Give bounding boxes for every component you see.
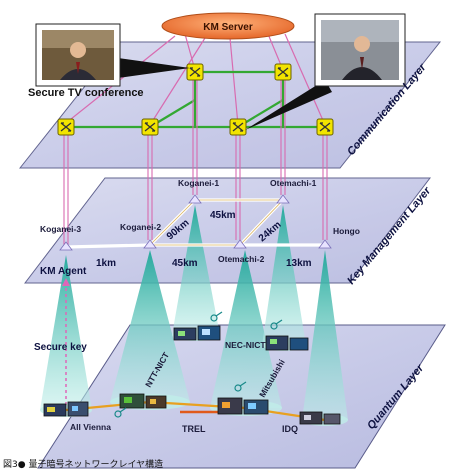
device-ntt-nict	[114, 393, 167, 418]
quantum-devices	[43, 311, 341, 425]
label-all-vienna: All Vienna	[70, 422, 111, 432]
secure-key-arrowhead	[62, 278, 70, 286]
server-link	[229, 37, 239, 126]
tv-screen-left	[35, 23, 121, 87]
switch-icon	[57, 118, 75, 136]
secure-key-label: Secure key	[34, 342, 87, 353]
km-server-label: KM Server	[203, 22, 253, 33]
switch-icon	[274, 63, 292, 81]
switch-icon	[141, 118, 159, 136]
key-icon	[270, 322, 278, 330]
device-all-vienna	[43, 401, 89, 417]
device-idq	[299, 411, 341, 425]
km-node-icon	[233, 239, 247, 249]
label-trel: TREL	[182, 424, 206, 434]
node-otemachi-2: Otemachi-2	[218, 254, 265, 264]
server-link	[284, 33, 326, 126]
device-otemachi-1	[265, 319, 309, 351]
dist-top: 45km	[210, 210, 236, 221]
key-nodes	[59, 194, 332, 251]
label-nec-nict: NEC-NICT	[225, 340, 266, 350]
km-node-icon	[59, 241, 73, 251]
dist-right: 13km	[286, 258, 312, 269]
secure-tv-label: Secure TV conference	[28, 87, 144, 99]
person-icon	[354, 36, 370, 52]
tv-screen-right	[314, 13, 406, 87]
vertical-links	[63, 80, 328, 245]
node-hongo: Hongo	[333, 226, 360, 236]
beam-koganei-1	[172, 205, 220, 335]
node-km-agent: KM Agent	[40, 266, 87, 277]
device-koganei-1	[173, 311, 223, 341]
km-node-icon	[188, 194, 202, 204]
beam-otemachi-2	[210, 250, 282, 408]
beam-ntt-nict	[110, 250, 190, 402]
key-icon	[114, 410, 122, 418]
beam-otemachi-1	[262, 205, 306, 345]
dist-bottom: 45km	[172, 258, 198, 269]
tv-callout-left	[118, 58, 190, 78]
node-koganei-3: Koganei-3	[40, 224, 81, 234]
beam-hongo	[302, 250, 348, 420]
switches	[57, 63, 334, 136]
key-icon	[234, 384, 242, 392]
key-icon	[210, 314, 218, 322]
switch-icon	[186, 63, 204, 81]
km-node-icon	[276, 194, 290, 204]
km-node-icon	[318, 239, 332, 249]
switch-icon	[229, 118, 247, 136]
node-koganei-2: Koganei-2	[120, 222, 161, 232]
km-server	[161, 12, 295, 40]
key-link	[65, 243, 151, 249]
dist-left: 1km	[96, 258, 116, 269]
switch-icon	[316, 118, 334, 136]
km-node-icon	[143, 239, 157, 249]
device-otemachi-2	[217, 381, 269, 415]
server-link	[149, 37, 206, 126]
tv-callout-right	[245, 80, 332, 130]
node-koganei-1: Koganei-1	[178, 178, 219, 188]
figure-caption: 図3● 量子暗号ネットワークレイヤ構造	[3, 460, 164, 470]
person-icon	[70, 42, 86, 58]
node-otemachi-1: Otemachi-1	[270, 178, 317, 188]
label-idq: IDQ	[282, 424, 298, 434]
